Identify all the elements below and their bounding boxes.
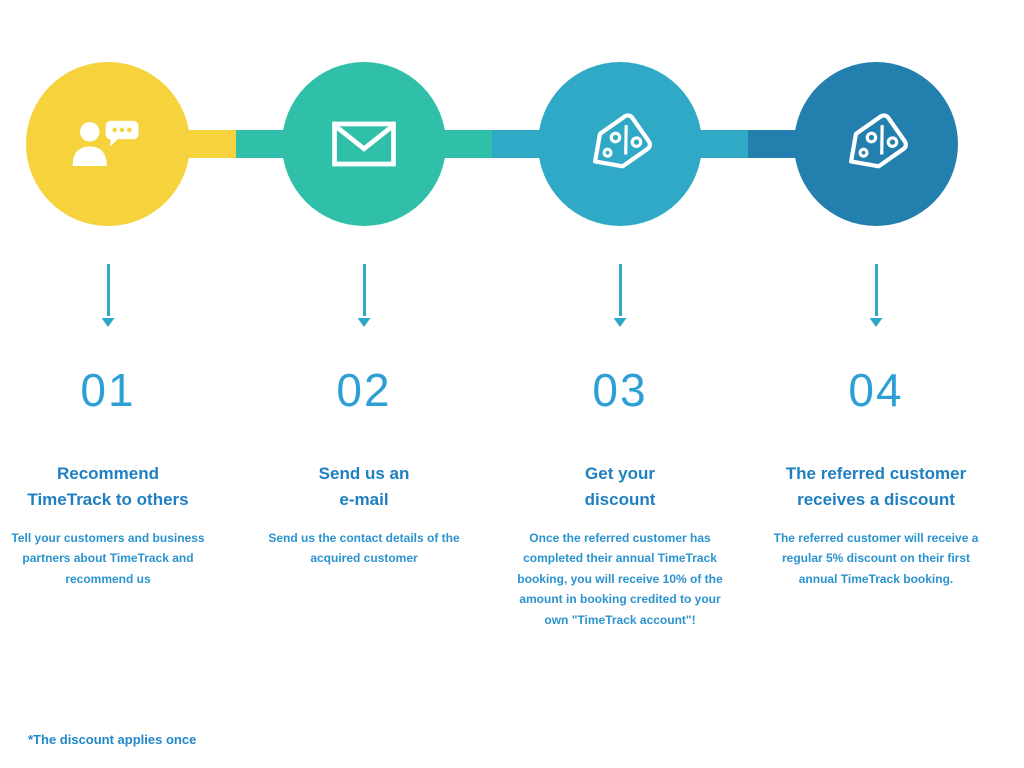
connector-2-left bbox=[440, 130, 492, 158]
step-4-title: The referred customer receives a discoun… bbox=[785, 464, 967, 509]
step-2-pointer bbox=[357, 264, 371, 327]
step-4-circle bbox=[794, 62, 958, 226]
step-3-body: Once the referred customer has completed… bbox=[517, 531, 723, 627]
step-3-number: 03 bbox=[592, 364, 648, 416]
step-3-title: Get your discount bbox=[584, 464, 656, 509]
step-4-pointer bbox=[869, 264, 883, 327]
step-4-body: The referred customer will receive a reg… bbox=[773, 531, 979, 586]
envelope-icon bbox=[331, 120, 397, 168]
pointer-arrow-icon bbox=[613, 318, 627, 327]
step-4: 04 The referred customer receives a disc… bbox=[748, 0, 1004, 768]
step-2-number: 02 bbox=[336, 364, 392, 416]
step-1-title: Recommend TimeTrack to others bbox=[27, 464, 189, 509]
footnote: *The discount applies once bbox=[28, 732, 197, 747]
step-2-circle bbox=[282, 62, 446, 226]
step-4-number: 04 bbox=[848, 364, 904, 416]
connector-3-right bbox=[748, 130, 800, 158]
person-chat-icon bbox=[69, 114, 147, 174]
connector-2 bbox=[440, 130, 544, 158]
step-2-title: Send us an e-mail bbox=[318, 464, 410, 509]
step-3-circle bbox=[538, 62, 702, 226]
connector-3 bbox=[696, 130, 800, 158]
step-1-pointer bbox=[101, 264, 115, 327]
connector-1-left bbox=[184, 130, 236, 158]
step-1-number: 01 bbox=[80, 364, 136, 416]
step-2-body: Send us the contact details of the acqui… bbox=[268, 531, 460, 566]
connector-1-right bbox=[236, 130, 288, 158]
connector-2-right bbox=[492, 130, 544, 158]
step-1: 01 Recommend TimeTrack to others Tell yo… bbox=[0, 0, 236, 768]
step-3: 03 Get your discount Once the referred c… bbox=[492, 0, 748, 768]
step-3-pointer bbox=[613, 264, 627, 327]
pointer-arrow-icon bbox=[357, 318, 371, 327]
pointer-line bbox=[106, 264, 110, 316]
pointer-arrow-icon bbox=[101, 318, 115, 327]
discount-tag-icon bbox=[839, 107, 913, 181]
connector-1 bbox=[184, 130, 288, 158]
discount-tag-icon bbox=[583, 107, 657, 181]
connector-3-left bbox=[696, 130, 748, 158]
pointer-line bbox=[362, 264, 366, 316]
pointer-arrow-icon bbox=[869, 318, 883, 327]
step-1-circle bbox=[26, 62, 190, 226]
step-1-body: Tell your customers and business partner… bbox=[11, 531, 205, 586]
step-2: 02 Send us an e-mail Send us the contact… bbox=[236, 0, 492, 768]
pointer-line bbox=[874, 264, 878, 316]
pointer-line bbox=[618, 264, 622, 316]
